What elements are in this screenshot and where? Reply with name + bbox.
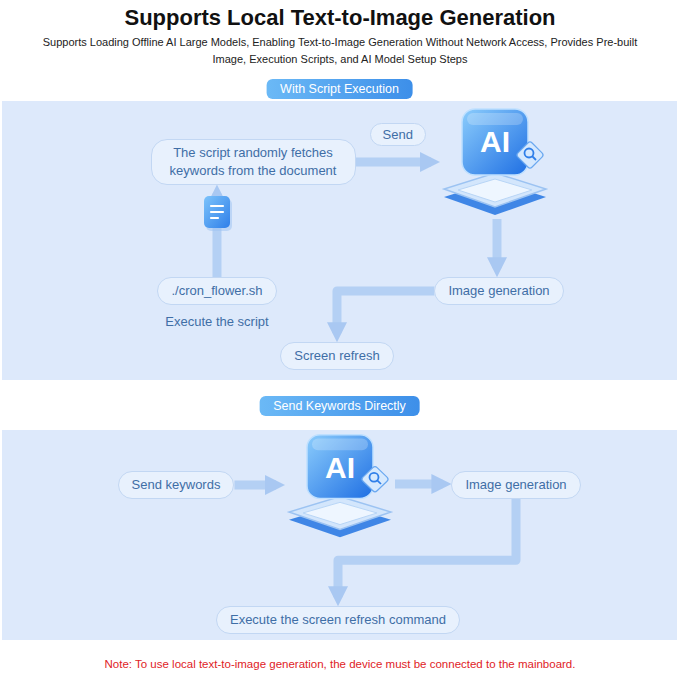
subtitle: Supports Loading Offline AI Large Models… — [35, 34, 645, 68]
document-line — [211, 211, 223, 213]
process-pill: Screen refresh — [280, 342, 393, 370]
magnifier-handle — [377, 480, 381, 484]
edge-label: Send — [370, 123, 426, 146]
flow-panel: With Script ExecutionThe script randomly… — [2, 101, 677, 380]
ai-label: AI — [462, 109, 528, 175]
note: Note: To use local text-to-image generat… — [10, 657, 670, 672]
process-pill: Execute the screen refresh command — [216, 606, 460, 634]
step-text: Screen refresh — [294, 347, 379, 365]
step-text: Send keywords — [132, 476, 221, 494]
platform-inner — [458, 179, 532, 202]
document-body — [204, 196, 230, 228]
process-pill: Image generation — [434, 277, 563, 305]
platform-inner — [303, 502, 377, 524]
ai-illustration — [440, 101, 550, 219]
flow-arrow — [493, 219, 502, 268]
process-pill: ./cron_flower.shExecute the script — [157, 277, 276, 305]
magnifier-handle — [532, 156, 536, 160]
cube-sheen — [467, 113, 523, 125]
connectors — [217, 162, 516, 597]
flow-panel: Send Keywords DirectlySend keywordsAIIma… — [2, 430, 677, 640]
step-text: Image generation — [448, 282, 549, 300]
ai-label: AI — [307, 435, 373, 501]
step-text: Execute the screen refresh command — [230, 611, 446, 629]
panel-ground — [2, 430, 677, 640]
ai-cube — [462, 109, 528, 175]
ai-model-icon: AI — [440, 101, 550, 219]
document-icon — [204, 196, 232, 231]
process-pill: Image generation — [451, 471, 580, 499]
step-caption: Execute the script — [165, 313, 268, 331]
panel-ground — [2, 101, 677, 380]
document-line — [211, 217, 218, 219]
flow-arrow — [356, 158, 432, 167]
process-pill: Send keywords — [118, 471, 235, 499]
cube-sheen — [312, 439, 368, 451]
flow-arrow — [395, 480, 442, 489]
ai-model-icon: AI — [285, 427, 395, 541]
magnifier-badge — [516, 141, 544, 169]
title: Supports Local Text-to-Image Generation — [124, 5, 555, 31]
platform-top — [289, 497, 391, 530]
flow-arrow — [234, 480, 276, 489]
document-line — [211, 205, 223, 207]
process-pill: The script randomly fetches keywords fro… — [151, 139, 356, 184]
magnifier-badge — [361, 466, 389, 493]
step-text: ./cron_flower.sh — [171, 282, 262, 300]
platform-top — [444, 173, 546, 207]
section-header: With Script Execution — [266, 79, 413, 99]
flow-arrow — [337, 291, 434, 333]
step-text: The script randomly fetches keywords fro… — [165, 144, 342, 179]
step-text: Image generation — [465, 476, 566, 494]
section-header: Send Keywords Directly — [259, 396, 420, 416]
